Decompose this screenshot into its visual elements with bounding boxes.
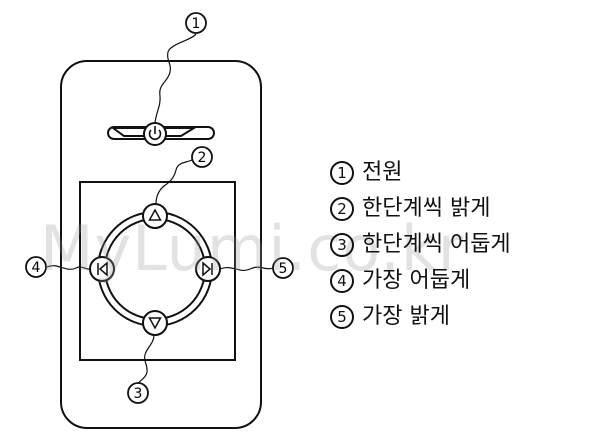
legend: 1 전원 2 한단계씩 밝게 3 한단계씩 어둡게 4 가장 어둡게 5 가장 … [330,155,511,335]
legend-item: 1 전원 [330,155,511,191]
triangle-down-icon [148,317,162,330]
callout-step-brighter-number: 2 [198,150,207,166]
legend-label: 전원 [362,160,403,185]
legend-label: 가장 어둡게 [362,268,471,293]
callout-step-darker-number: 3 [134,386,143,402]
callout-brightest: 5 [272,257,294,279]
legend-number: 3 [330,233,354,257]
callout-brightest-number: 5 [279,261,288,277]
brightest-button[interactable] [195,256,221,282]
legend-number: 4 [330,269,354,293]
legend-item: 4 가장 어둡게 [330,263,511,299]
legend-label: 한단계씩 어둡게 [362,232,511,257]
skip-forward-icon [202,261,213,277]
legend-item: 3 한단계씩 어둡게 [330,227,511,263]
legend-item: 5 가장 밝게 [330,299,511,335]
legend-number: 5 [330,305,354,329]
step-brighter-button[interactable] [142,203,168,229]
darkest-button[interactable] [89,256,115,282]
legend-item: 2 한단계씩 밝게 [330,191,511,227]
down-button-circle [142,310,168,336]
callout-step-brighter: 2 [191,146,213,168]
callout-darkest: 4 [25,256,47,278]
leader-line-3 [137,334,155,385]
skip-back-icon [97,261,108,277]
legend-number: 1 [330,161,354,185]
callout-step-darker: 3 [127,382,149,404]
leader-line-5 [219,266,274,272]
left-button-circle [89,256,115,282]
legend-number: 2 [330,197,354,221]
step-darker-button[interactable] [142,310,168,336]
callout-power-number: 1 [192,16,201,32]
callout-power: 1 [185,12,207,34]
callout-darkest-number: 4 [32,260,41,276]
triangle-up-icon [148,208,162,221]
leader-line-4 [46,265,91,270]
up-button-circle [142,203,168,229]
right-button-circle [195,256,221,282]
power-icon [148,126,162,141]
legend-label: 가장 밝게 [362,304,450,329]
power-button[interactable] [107,122,215,146]
leader-line-1 [154,33,197,124]
legend-label: 한단계씩 밝게 [362,196,491,221]
leader-line-2 [155,159,193,205]
